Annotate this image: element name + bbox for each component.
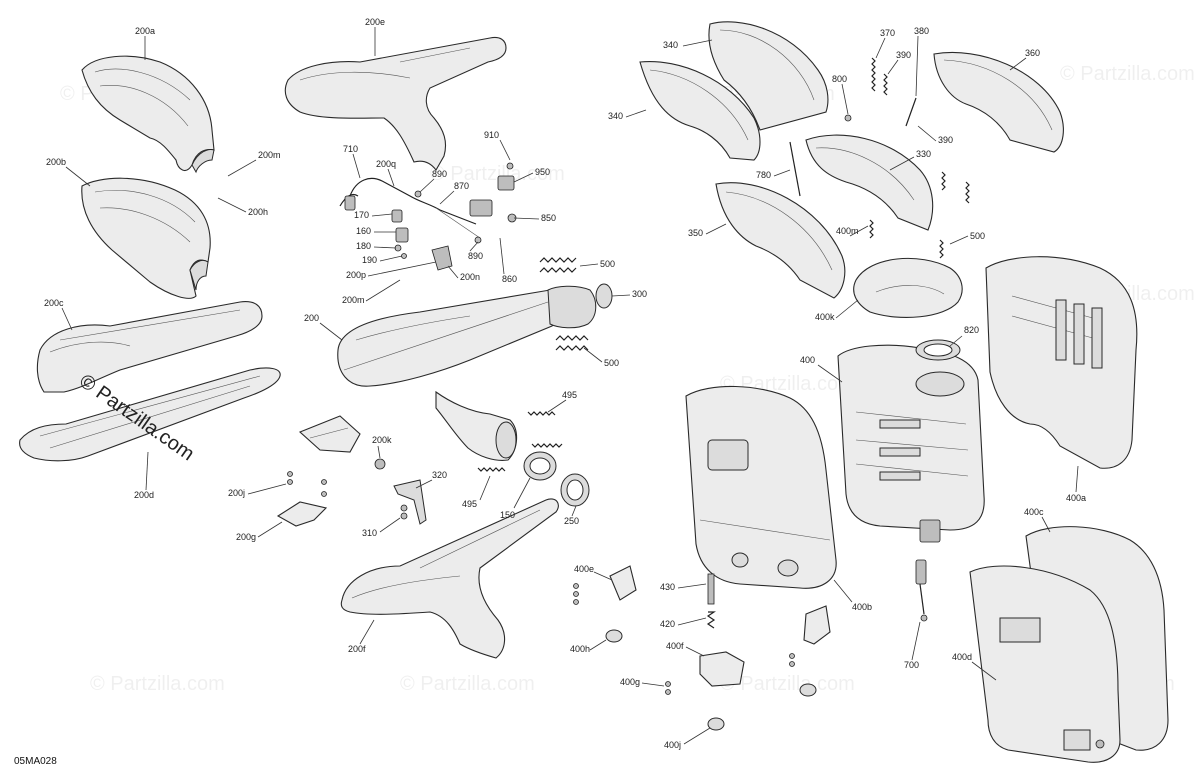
heat-shield-200c xyxy=(36,301,263,393)
rings-150-250 xyxy=(523,451,590,507)
label-200j: 200j xyxy=(228,488,245,498)
label-800: 800 xyxy=(832,74,847,84)
label-495: 495 xyxy=(562,390,577,400)
label-850: 850 xyxy=(541,213,556,223)
label-400e: 400e xyxy=(574,564,594,574)
label-320: 320 xyxy=(432,470,447,480)
heat-shield-400b xyxy=(685,385,837,589)
watermark: © Partzilla.com xyxy=(720,673,855,695)
label-310: 310 xyxy=(362,528,377,538)
label-400d: 400d xyxy=(952,652,972,662)
label-170: 170 xyxy=(354,210,369,220)
label-400k: 400k xyxy=(815,312,835,322)
label-860: 860 xyxy=(502,274,517,284)
drawing-code: 05MA028 xyxy=(14,756,57,767)
label-430: 430 xyxy=(660,582,675,592)
label-400b: 400b xyxy=(852,602,872,612)
label-200g: 200g xyxy=(236,532,256,542)
label-890b: 890 xyxy=(468,251,483,261)
label-340b: 340 xyxy=(608,111,623,121)
gasket-400k xyxy=(853,257,963,318)
label-890: 890 xyxy=(432,169,447,179)
label-400h: 400h xyxy=(570,644,590,654)
label-820: 820 xyxy=(964,325,979,335)
heat-shield-400a xyxy=(985,256,1138,469)
heat-shield-360 xyxy=(933,51,1064,153)
label-350: 350 xyxy=(688,228,703,238)
label-390: 390 xyxy=(896,50,911,60)
heat-shield-200a xyxy=(81,55,215,174)
heat-shield-400d xyxy=(969,565,1121,763)
label-200h: 200h xyxy=(248,207,268,217)
watermark: © Partzilla.com xyxy=(400,673,535,695)
label-200p: 200p xyxy=(346,270,366,280)
label-870: 870 xyxy=(454,181,469,191)
label-910: 910 xyxy=(484,130,499,140)
label-200c: 200c xyxy=(44,298,64,308)
heat-shield-200e xyxy=(284,36,507,171)
springs-370-390 xyxy=(844,57,970,259)
heat-shield-350 xyxy=(715,182,846,299)
label-500c: 500 xyxy=(604,358,619,368)
label-200m-b: 200m xyxy=(342,295,365,305)
label-500: 500 xyxy=(970,231,985,241)
heat-shield-340-upper xyxy=(708,21,829,131)
label-370: 370 xyxy=(880,28,895,38)
label-400j: 400j xyxy=(664,740,681,750)
label-160: 160 xyxy=(356,226,371,236)
springs-495-500 xyxy=(477,257,589,472)
label-200n: 200n xyxy=(460,272,480,282)
label-400a: 400a xyxy=(1066,493,1086,503)
label-200b: 200b xyxy=(46,157,66,167)
label-500b: 500 xyxy=(600,259,615,269)
label-300: 300 xyxy=(632,289,647,299)
label-380: 380 xyxy=(914,26,929,36)
label-200d: 200d xyxy=(134,490,154,500)
label-200: 200 xyxy=(304,313,319,323)
brackets-200k-320 xyxy=(298,415,427,525)
label-400m: 400m xyxy=(836,226,859,236)
label-150: 150 xyxy=(500,510,515,520)
label-250: 250 xyxy=(564,516,579,526)
label-200a: 200a xyxy=(135,26,155,36)
heat-shield-200d xyxy=(19,367,281,462)
muffler-200 xyxy=(337,283,613,461)
bracket-200g-200j xyxy=(276,471,328,527)
label-340: 340 xyxy=(663,40,678,50)
label-360: 360 xyxy=(1025,48,1040,58)
label-400c: 400c xyxy=(1024,507,1044,517)
sensor-parts-160-190 xyxy=(391,209,453,271)
label-390b: 390 xyxy=(938,135,953,145)
label-780: 780 xyxy=(756,170,771,180)
label-950: 950 xyxy=(535,167,550,177)
label-200k: 200k xyxy=(372,435,392,445)
label-200m: 200m xyxy=(258,150,281,160)
label-400: 400 xyxy=(800,355,815,365)
muffler-400 xyxy=(837,339,985,543)
label-400g: 400g xyxy=(620,677,640,687)
heat-shield-330 xyxy=(789,134,934,231)
heat-shield-340-lower xyxy=(639,60,761,161)
label-710: 710 xyxy=(343,144,358,154)
watermark: © Partzilla.com xyxy=(430,163,565,185)
callout-labels: 200a 200e 340 370 380 390 360 800 340 39… xyxy=(44,17,1086,750)
label-330: 330 xyxy=(916,149,931,159)
heat-shield-200f xyxy=(340,498,559,659)
label-420: 420 xyxy=(660,619,675,629)
label-700: 700 xyxy=(904,660,919,670)
label-200f: 200f xyxy=(348,644,366,654)
label-200q: 200q xyxy=(376,159,396,169)
label-400f: 400f xyxy=(666,641,684,651)
label-190: 190 xyxy=(362,255,377,265)
label-495b: 495 xyxy=(462,499,477,509)
heat-shield-200b xyxy=(81,177,211,299)
mounts-400e-400j xyxy=(573,559,928,731)
watermark: © Partzilla.com xyxy=(1060,63,1195,85)
label-180: 180 xyxy=(356,241,371,251)
label-200e: 200e xyxy=(365,17,385,27)
watermark: © Partzilla.com xyxy=(90,673,225,695)
